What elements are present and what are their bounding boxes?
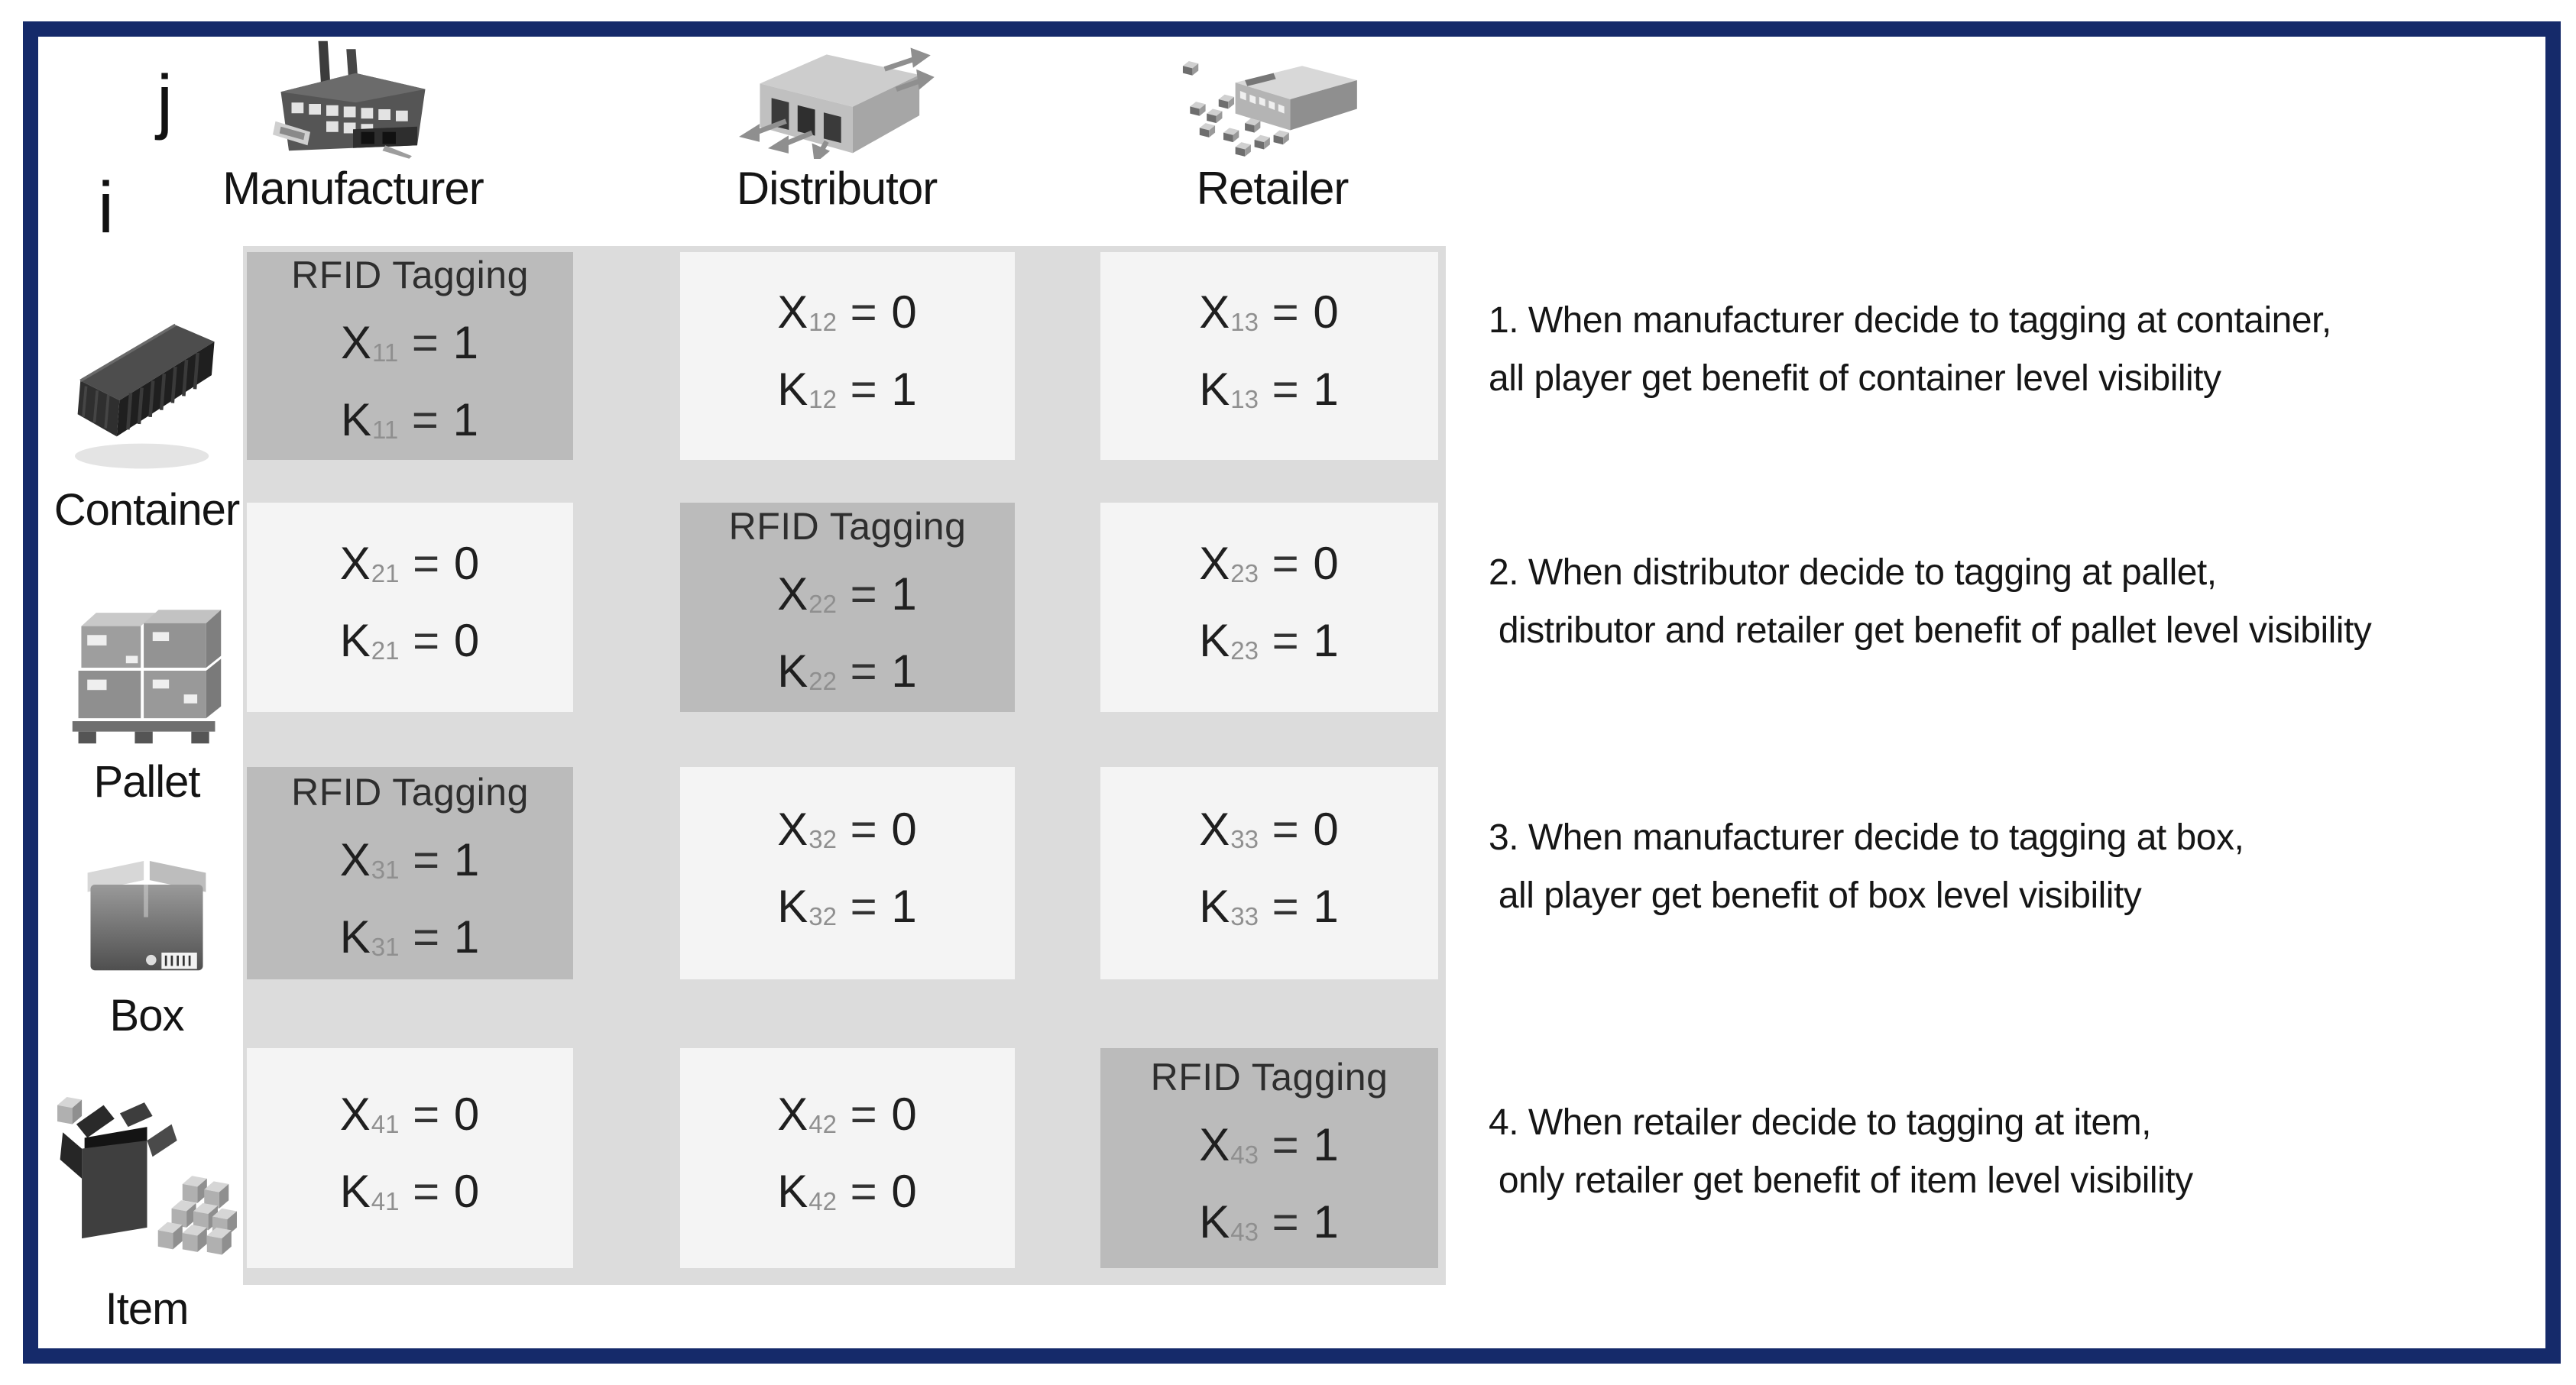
matrix-cell-21: X21 = 0 K21 = 0 — [247, 503, 573, 712]
decision-variable-line: X41 = 0 — [339, 1089, 481, 1141]
decision-variable-line: K31 = 1 — [339, 911, 481, 963]
row-header-container: Container — [38, 303, 255, 536]
column-header-manufacturer: Manufacturer — [154, 35, 552, 215]
decision-variable-line: K41 = 0 — [339, 1166, 481, 1217]
decision-variable-line: X22 = 1 — [777, 568, 918, 620]
row-header-box: Box — [38, 820, 255, 1041]
decision-variable-line: K32 = 1 — [777, 881, 918, 932]
note-4: 4. When retailer decide to tagging at it… — [1489, 1102, 2193, 1201]
decision-variable-line: K33 = 1 — [1199, 881, 1340, 932]
open-box-icon — [38, 1062, 255, 1257]
column-label: Distributor — [736, 163, 938, 214]
axis-label-i: i — [98, 167, 115, 248]
warehouse-icon — [638, 35, 1035, 159]
decision-variable-line: X32 = 0 — [777, 804, 918, 856]
matrix-cell-12: X12 = 0 K12 = 1 — [680, 252, 1015, 460]
matrix-cell-33: X33 = 0 K33 = 1 — [1100, 767, 1438, 979]
axis-label-j: j — [157, 60, 173, 141]
figure-border — [23, 21, 2561, 1364]
row-label: Pallet — [93, 757, 200, 807]
matrix-cell-42: X42 = 0 K42 = 0 — [680, 1048, 1015, 1268]
matrix-cell-41: X41 = 0 K41 = 0 — [247, 1048, 573, 1268]
note-1: 1. When manufacturer decide to tagging a… — [1489, 300, 2331, 399]
decision-variable-line: X33 = 0 — [1199, 804, 1340, 856]
decision-variable-line: X11 = 1 — [340, 317, 480, 369]
column-label: Manufacturer — [222, 163, 484, 214]
decision-variable-line: X12 = 0 — [777, 286, 918, 338]
row-header-pallet: Pallet — [38, 587, 255, 807]
rfid-tagging-label: RFID Tagging — [291, 771, 529, 814]
note-2: 2. When distributor decide to tagging at… — [1489, 552, 2372, 651]
row-header-item: Item — [38, 1062, 255, 1335]
decision-variable-line: K23 = 1 — [1199, 615, 1340, 666]
decision-variable-line: K12 = 1 — [777, 364, 918, 415]
decision-variable-line: K11 = 1 — [340, 394, 480, 445]
container-icon — [38, 303, 255, 477]
decision-variable-line: X21 = 0 — [339, 538, 481, 590]
rfid-tagging-label: RFID Tagging — [1150, 1056, 1388, 1099]
decision-variable-line: K42 = 0 — [777, 1166, 918, 1217]
note-3: 3. When manufacturer decide to tagging a… — [1489, 817, 2244, 916]
decision-variable-line: K13 = 1 — [1199, 364, 1340, 415]
decision-variable-line: X13 = 0 — [1199, 286, 1340, 338]
row-label: Box — [109, 991, 185, 1040]
row-label: Item — [105, 1284, 190, 1334]
box-icon — [38, 820, 255, 982]
column-header-distributor: Distributor — [638, 35, 1035, 215]
matrix-cell-23: X23 = 0 K23 = 1 — [1100, 503, 1438, 712]
decision-variable-line: X31 = 1 — [339, 834, 481, 886]
column-header-retailer: Retailer — [1074, 35, 1471, 215]
matrix-cell-13: X13 = 0 K13 = 1 — [1100, 252, 1438, 460]
rfid-tagging-label: RFID Tagging — [728, 505, 967, 548]
factory-icon — [154, 35, 552, 159]
decision-variable-line: K43 = 1 — [1199, 1196, 1340, 1247]
store-icon — [1074, 35, 1471, 159]
decision-variable-line: K21 = 0 — [339, 615, 481, 666]
matrix-cell-32: X32 = 0 K32 = 1 — [680, 767, 1015, 979]
decision-variable-line: K22 = 1 — [777, 646, 918, 697]
decision-variable-line: X42 = 0 — [777, 1089, 918, 1141]
row-label: Container — [53, 485, 240, 535]
decision-variable-line: X23 = 0 — [1199, 538, 1340, 590]
decision-variable-line: X43 = 1 — [1199, 1119, 1340, 1171]
rfid-tagging-label: RFID Tagging — [291, 254, 529, 297]
column-label: Retailer — [1196, 163, 1350, 214]
pallet-icon — [38, 587, 255, 749]
